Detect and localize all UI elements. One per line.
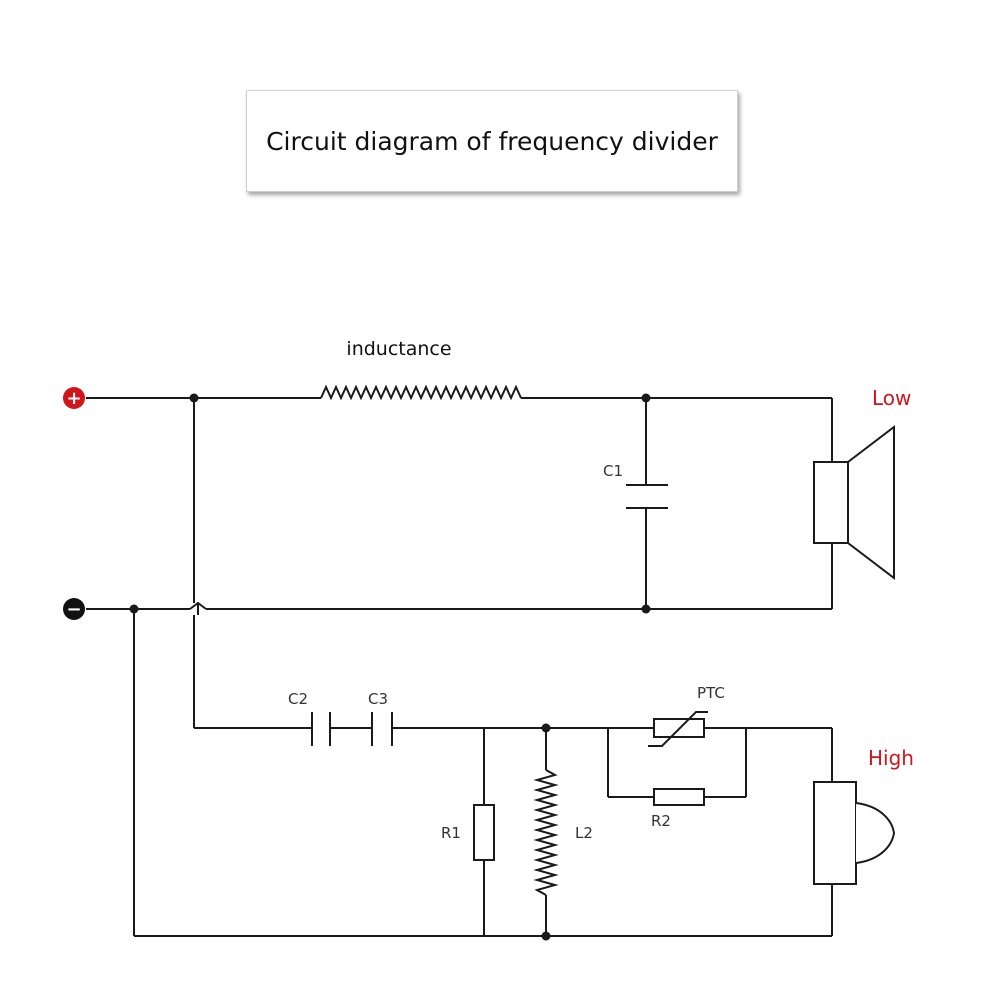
c1-capacitor <box>626 398 668 609</box>
svg-text:−: − <box>66 599 81 620</box>
title-box: Circuit diagram of frequency divider <box>246 90 738 192</box>
high-label: High <box>868 746 914 770</box>
r1-label: R1 <box>441 824 461 842</box>
r2-label: R2 <box>651 812 671 830</box>
top-wire <box>86 384 832 403</box>
crossover-feed-wire <box>193 398 199 728</box>
r1-resistor <box>473 728 495 936</box>
negative-terminal-icon: − <box>63 598 85 620</box>
positive-terminal-icon: + <box>63 387 85 409</box>
c2-c3-capacitors <box>194 712 608 746</box>
l2-label: L2 <box>575 824 593 842</box>
return-wire <box>133 609 833 937</box>
inductance-label: inductance <box>346 338 451 360</box>
woofer-speaker-icon <box>813 398 895 609</box>
ptc-label: PTC <box>697 684 725 702</box>
c3-label: C3 <box>368 690 388 708</box>
diagram-title: Circuit diagram of frequency divider <box>266 126 718 156</box>
tweeter-speaker-icon <box>813 781 896 885</box>
low-label: Low <box>872 386 911 410</box>
c1-label: C1 <box>603 462 623 480</box>
c2-label: C2 <box>288 690 308 708</box>
svg-text:+: + <box>66 388 81 409</box>
ptc-r2-network <box>607 711 832 806</box>
inductance-coil <box>320 384 522 401</box>
l2-inductor <box>533 723 559 941</box>
